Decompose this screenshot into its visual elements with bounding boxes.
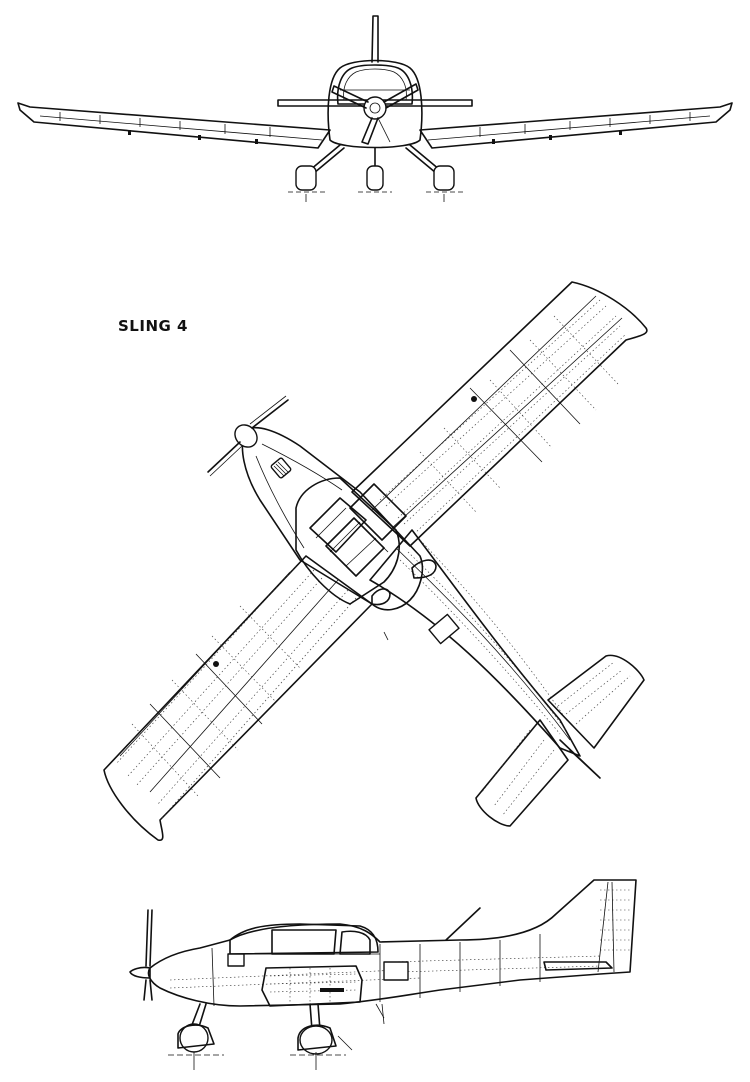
front-view [17,15,733,202]
top-view [103,281,648,842]
drawing-title: SLING 4 [118,317,188,335]
